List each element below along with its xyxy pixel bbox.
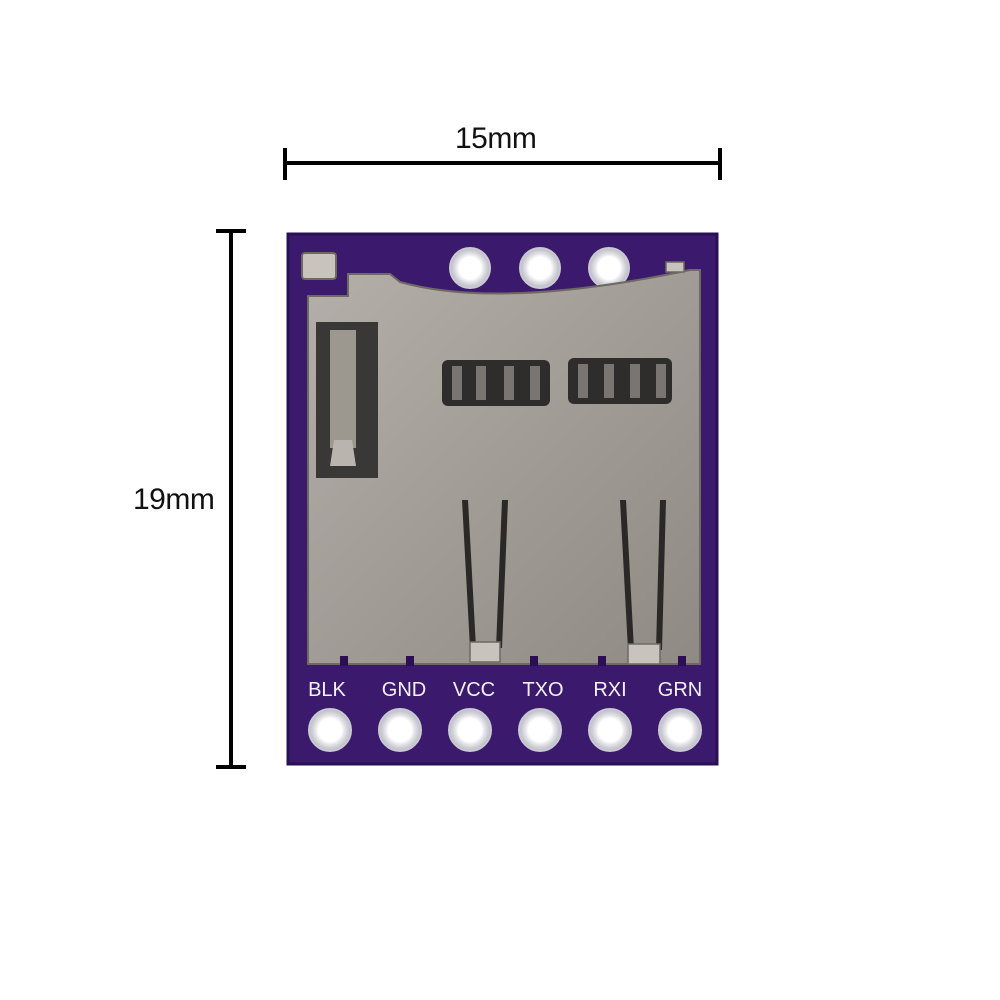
pin-label-rxi: RXI: [593, 679, 626, 701]
pin-labels: BLK GND VCC TXO RXI GRN: [308, 679, 702, 701]
microsd-socket: [301, 252, 701, 666]
bottom-pin-pads: [308, 708, 702, 752]
width-dimension-line: [283, 148, 722, 180]
top-pin-pads: [449, 247, 630, 289]
pin-label-blk: BLK: [308, 679, 346, 701]
height-dimension-label: 19mm: [133, 483, 215, 516]
pin-label-vcc: VCC: [453, 679, 495, 701]
pin-label-txo: TXO: [522, 679, 563, 701]
pin-label-grn: GRN: [658, 679, 702, 701]
width-dimension-label: 15mm: [455, 122, 537, 155]
pin-label-gnd: GND: [382, 679, 426, 701]
height-dimension-line: [216, 229, 246, 769]
